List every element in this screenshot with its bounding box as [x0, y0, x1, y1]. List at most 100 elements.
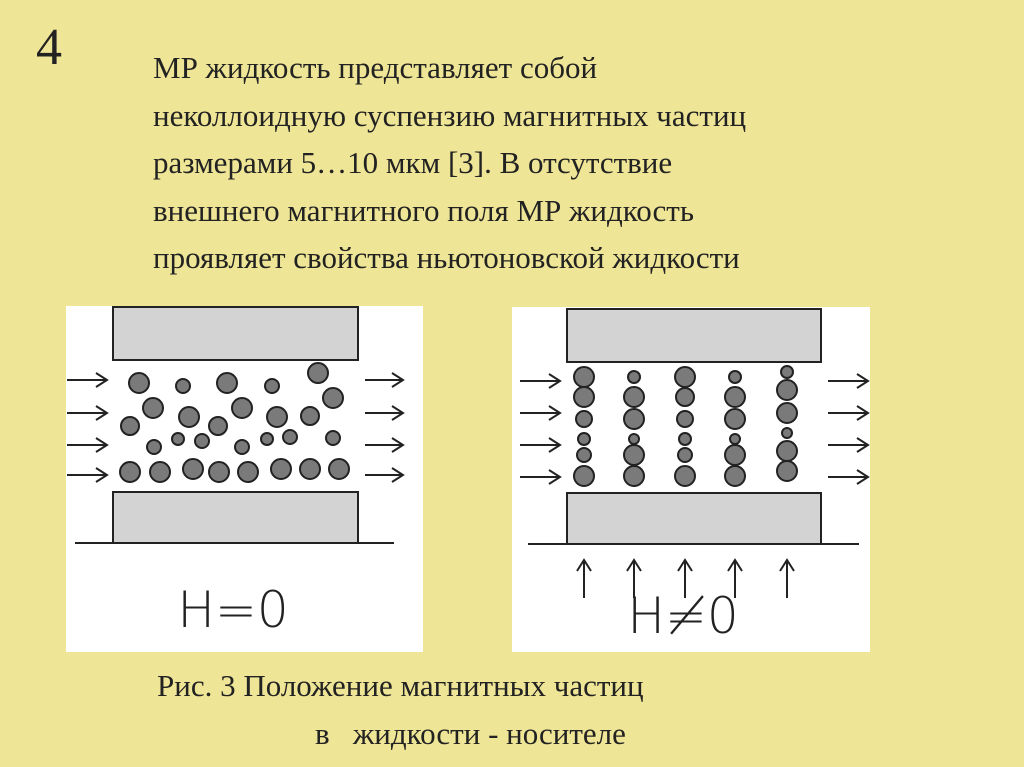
figure-caption-line2: в жидкости - носителе — [315, 716, 626, 751]
arrow-right-icon — [67, 405, 109, 421]
particle-chains — [573, 365, 798, 487]
arrow-right-icon — [520, 469, 562, 485]
diagram-no-field: H=0 — [66, 306, 423, 652]
particle — [266, 406, 288, 428]
particle — [573, 386, 595, 408]
arrow-up-icon — [576, 558, 592, 598]
particle — [678, 432, 692, 446]
particle — [128, 372, 150, 394]
body-line: размерами 5…10 мкм [3]. В отсутствие — [153, 145, 673, 180]
arrow-right-icon — [67, 372, 109, 388]
bottom-plate — [566, 492, 822, 545]
particle — [234, 439, 250, 455]
particle — [171, 432, 185, 446]
diagram-with-field: H≠0 — [512, 307, 870, 652]
particle — [216, 372, 238, 394]
particle — [194, 433, 210, 449]
field-arrows — [576, 558, 795, 598]
arrow-up-icon — [727, 558, 743, 598]
particle — [780, 365, 794, 379]
arrow-right-icon — [365, 467, 405, 483]
arrow-right-icon — [365, 372, 405, 388]
diagram-no-field-svg: H=0 — [67, 306, 405, 639]
particle — [781, 427, 793, 439]
arrow-right-icon — [828, 373, 870, 389]
particle — [776, 440, 798, 462]
particle — [623, 408, 645, 430]
particle — [146, 439, 162, 455]
slide-number: 4 — [36, 19, 62, 76]
particle — [237, 461, 259, 483]
particles-random — [119, 362, 350, 483]
arrow-right-icon — [828, 405, 870, 421]
particle — [178, 406, 200, 428]
particle — [573, 465, 595, 487]
particle — [724, 444, 746, 466]
particle — [677, 447, 693, 463]
particle — [208, 461, 230, 483]
particle — [724, 408, 746, 430]
particle — [307, 362, 329, 384]
particle — [270, 458, 292, 480]
arrow-right-icon — [828, 437, 870, 453]
body-text: МР жидкость представляет собой неколлоид… — [153, 44, 746, 282]
particle — [260, 432, 274, 446]
arrow-right-icon — [520, 405, 562, 421]
particle — [299, 458, 321, 480]
particle — [623, 444, 645, 466]
arrow-up-icon — [626, 558, 642, 598]
particle — [120, 416, 140, 436]
arrow-right-icon — [520, 437, 562, 453]
particle — [776, 402, 798, 424]
top-plate — [566, 308, 822, 363]
body-line: неколлоидную суспензию магнитных частиц — [153, 97, 747, 133]
particle — [776, 379, 798, 401]
flow-arrows — [520, 373, 870, 485]
arrow-right-icon — [365, 437, 405, 453]
field-label-nonzero: H≠0 — [627, 587, 738, 645]
particle — [628, 433, 640, 445]
particle — [322, 387, 344, 409]
flow-arrows — [67, 372, 405, 483]
particle — [577, 432, 591, 446]
particle — [142, 397, 164, 419]
particle — [175, 378, 191, 394]
particle — [724, 386, 746, 408]
particle — [674, 465, 696, 487]
particle — [674, 366, 696, 388]
particle — [676, 410, 694, 428]
particle — [675, 387, 695, 407]
particle — [729, 433, 741, 445]
particle — [328, 458, 350, 480]
particle — [208, 416, 228, 436]
arrow-right-icon — [67, 467, 109, 483]
particle — [576, 447, 592, 463]
particle — [231, 397, 253, 419]
particle — [623, 465, 645, 487]
particle — [575, 410, 593, 428]
particle — [149, 461, 171, 483]
particle — [325, 430, 341, 446]
particle — [119, 461, 141, 483]
body-line: МР жидкость представляет собой — [153, 50, 598, 85]
arrow-up-icon — [677, 558, 693, 598]
particle — [282, 429, 298, 445]
particle — [623, 386, 645, 408]
body-line: внешнего магнитного поля МР жидкость — [153, 192, 694, 228]
arrow-right-icon — [365, 405, 405, 421]
arrow-right-icon — [520, 373, 562, 389]
arrow-up-icon — [779, 558, 795, 598]
body-line: проявляет свойства ньютоновской жидкости — [153, 240, 740, 275]
particle — [728, 370, 742, 384]
particle — [724, 465, 746, 487]
arrow-right-icon — [828, 469, 870, 485]
top-plate — [112, 306, 359, 361]
particle — [300, 406, 320, 426]
bottom-plate — [112, 491, 359, 544]
particle — [776, 460, 798, 482]
particle — [264, 378, 280, 394]
diagram-with-field-svg: H≠0 — [520, 308, 870, 645]
figure-caption-line1: Рис. 3 Положение магнитных частиц — [157, 668, 644, 703]
particle — [627, 370, 641, 384]
particle — [182, 458, 204, 480]
